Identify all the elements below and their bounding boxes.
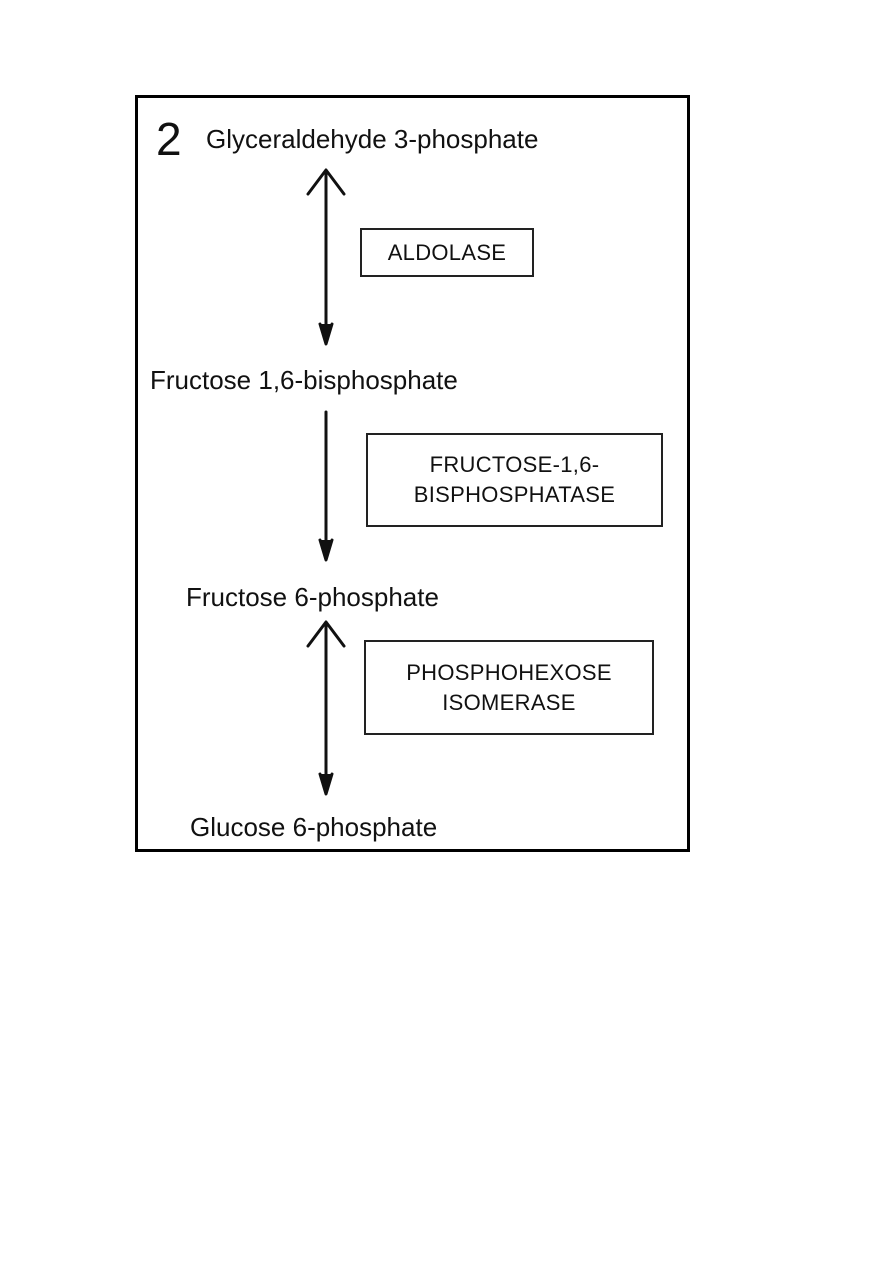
compound-glyceraldehyde-3-phosphate: Glyceraldehyde 3-phosphate	[206, 124, 539, 154]
enzyme-label-line-1: FRUCTOSE-1,6-	[429, 452, 600, 477]
reversible-arrow-isomerase	[306, 620, 346, 796]
reversible-arrow-aldolase	[306, 168, 346, 346]
enzyme-label-line-2: BISPHOSPHATASE	[413, 482, 616, 507]
enzyme-box-fructose-bisphosphatase: FRUCTOSE-1,6- BISPHOSPHATASE	[366, 433, 663, 527]
enzyme-label-line-1: PHOSPHOHEXOSE	[406, 659, 612, 685]
forward-arrow-fbpase	[318, 410, 334, 562]
compound-fructose-1-6-bisphosphate: Fructose 1,6-bisphosphate	[150, 365, 458, 395]
reaction-arrows	[306, 168, 346, 796]
compound-glucose-6-phosphate: Glucose 6-phosphate	[190, 812, 438, 842]
enzyme-box-phosphohexose-isomerase: PHOSPHOHEXOSE ISOMERASE	[364, 640, 654, 735]
diagram-frame: 2 Glyceraldehyde 3-phosphate Fructose 1,…	[135, 95, 690, 852]
enzyme-label-line-2: ISOMERASE	[442, 689, 576, 715]
compound-fructose-6-phosphate: Fructose 6-phosphate	[186, 582, 439, 612]
panel-number: 2	[156, 113, 182, 165]
enzyme-label: ALDOLASE	[387, 239, 507, 265]
enzyme-box-aldolase: ALDOLASE	[360, 228, 534, 277]
